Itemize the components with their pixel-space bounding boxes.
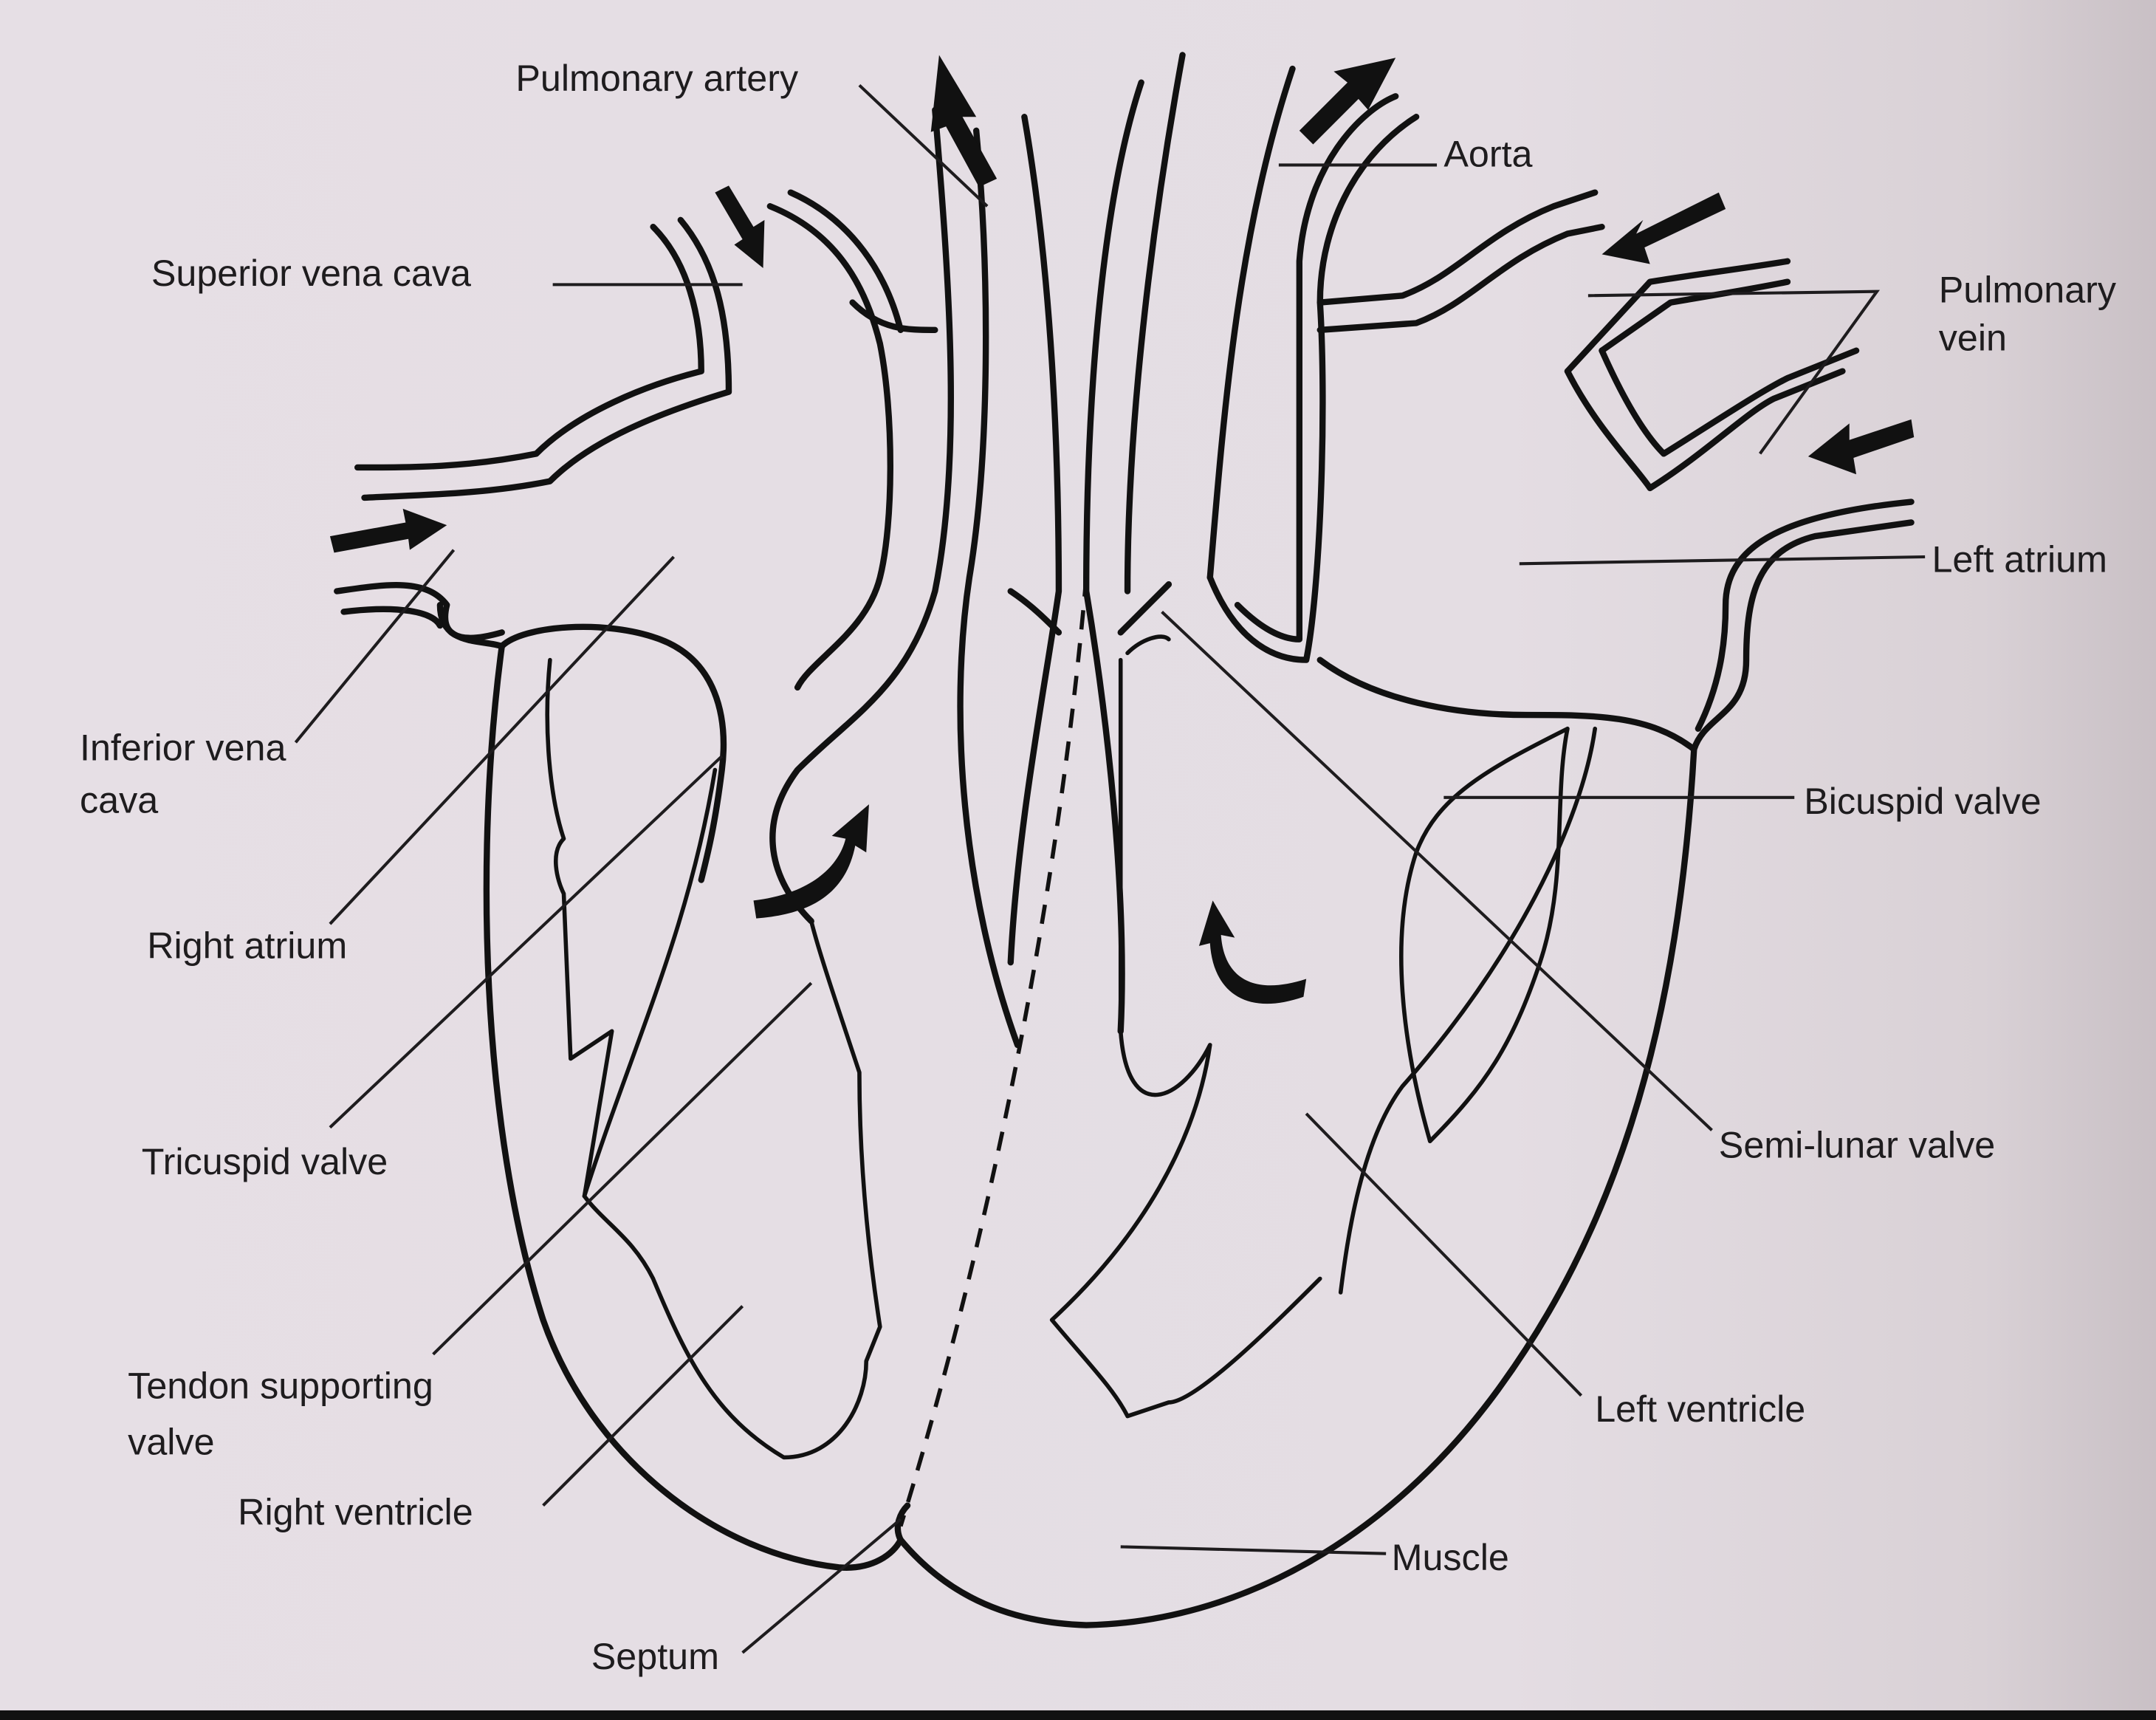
arrow-down-icon xyxy=(715,185,765,269)
label-bicuspid-valve: Bicuspid valve xyxy=(1804,780,2041,822)
label-tricuspid-valve: Tricuspid valve xyxy=(142,1140,388,1182)
label-left-atrium: Left atrium xyxy=(1932,538,2107,580)
label-semi-lunar-valve: Semi-lunar valve xyxy=(1719,1124,1995,1166)
label-pulmonary-artery: Pulmonary artery xyxy=(515,57,799,99)
label-inferior-vena-cava-line2: cava xyxy=(80,778,158,820)
label-right-ventricle: Right ventricle xyxy=(238,1491,473,1533)
label-right-atrium: Right atrium xyxy=(147,925,347,967)
label-pulmonary-vein-line1: Pulmonary xyxy=(1939,269,2117,311)
label-muscle: Muscle xyxy=(1392,1536,1509,1578)
arrow-curved-icon xyxy=(753,804,869,919)
arrow-left-icon xyxy=(1807,419,1915,475)
arrow-up-icon xyxy=(1299,58,1396,145)
label-septum: Septum xyxy=(591,1635,719,1677)
leader-lines xyxy=(294,83,1926,1654)
label-superior-vena-cava: Superior vena cava xyxy=(151,252,471,294)
blood-flow-arrows xyxy=(329,55,1915,1004)
bottom-border xyxy=(0,1710,2156,1720)
arrow-curved-icon xyxy=(1198,900,1307,1004)
label-aorta: Aorta xyxy=(1443,132,1532,174)
label-tendon-supporting-valve-line1: Tendon supporting xyxy=(128,1364,433,1406)
heart-outline xyxy=(334,52,1915,1628)
label-inferior-vena-cava-line1: Inferior vena xyxy=(80,727,286,769)
label-pulmonary-vein-line2: vein xyxy=(1939,317,2007,359)
arrow-left-icon xyxy=(1601,192,1726,264)
labels: Pulmonary artery Superior vena cava Aort… xyxy=(80,57,2117,1677)
arrow-right-icon xyxy=(329,508,447,553)
label-tendon-supporting-valve-line2: valve xyxy=(128,1421,214,1463)
arrow-up-icon xyxy=(930,55,998,188)
label-left-ventricle: Left ventricle xyxy=(1595,1388,1805,1430)
